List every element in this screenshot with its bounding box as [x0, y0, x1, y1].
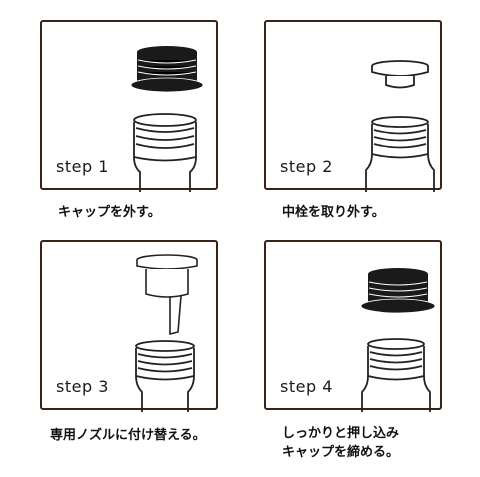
- step-4-panel: step 4: [264, 240, 442, 412]
- step-1-panel: step 1: [40, 20, 218, 192]
- step-4-caption: しっかりと押し込み キャップを締める。: [282, 424, 399, 462]
- step-2-panel: step 2: [264, 20, 442, 192]
- step-2-label: step 2: [280, 157, 333, 176]
- step-1-label: step 1: [56, 157, 109, 176]
- step-2-caption: 中栓を取り外す。: [282, 205, 385, 220]
- bottle-cap-icon: [130, 46, 204, 93]
- step-1-caption: キャップを外す。: [58, 205, 161, 220]
- bottle-neck-icon: [361, 338, 431, 412]
- nozzle-icon: [136, 254, 198, 336]
- bottle-neck-icon: [365, 116, 435, 192]
- bottle-neck-icon: [133, 113, 197, 192]
- bottle-neck-icon: [135, 340, 195, 412]
- step-2-illustration: [365, 60, 435, 192]
- step-4-caption-line-1: しっかりと押し込み: [282, 426, 400, 441]
- step-3-caption: 専用ノズルに付け替える。: [50, 428, 206, 443]
- bottle-cap-icon: [360, 268, 436, 314]
- inner-stopper-icon: [371, 60, 429, 89]
- step-3-label: step 3: [56, 377, 109, 396]
- step-4-illustration: [360, 268, 436, 412]
- step-4-caption-line-2: キャップを締める。: [282, 445, 400, 460]
- step-3-panel: step 3: [40, 240, 218, 412]
- step-4-label: step 4: [280, 377, 333, 396]
- step-1-illustration: [130, 46, 204, 192]
- step-3-illustration: [135, 254, 198, 412]
